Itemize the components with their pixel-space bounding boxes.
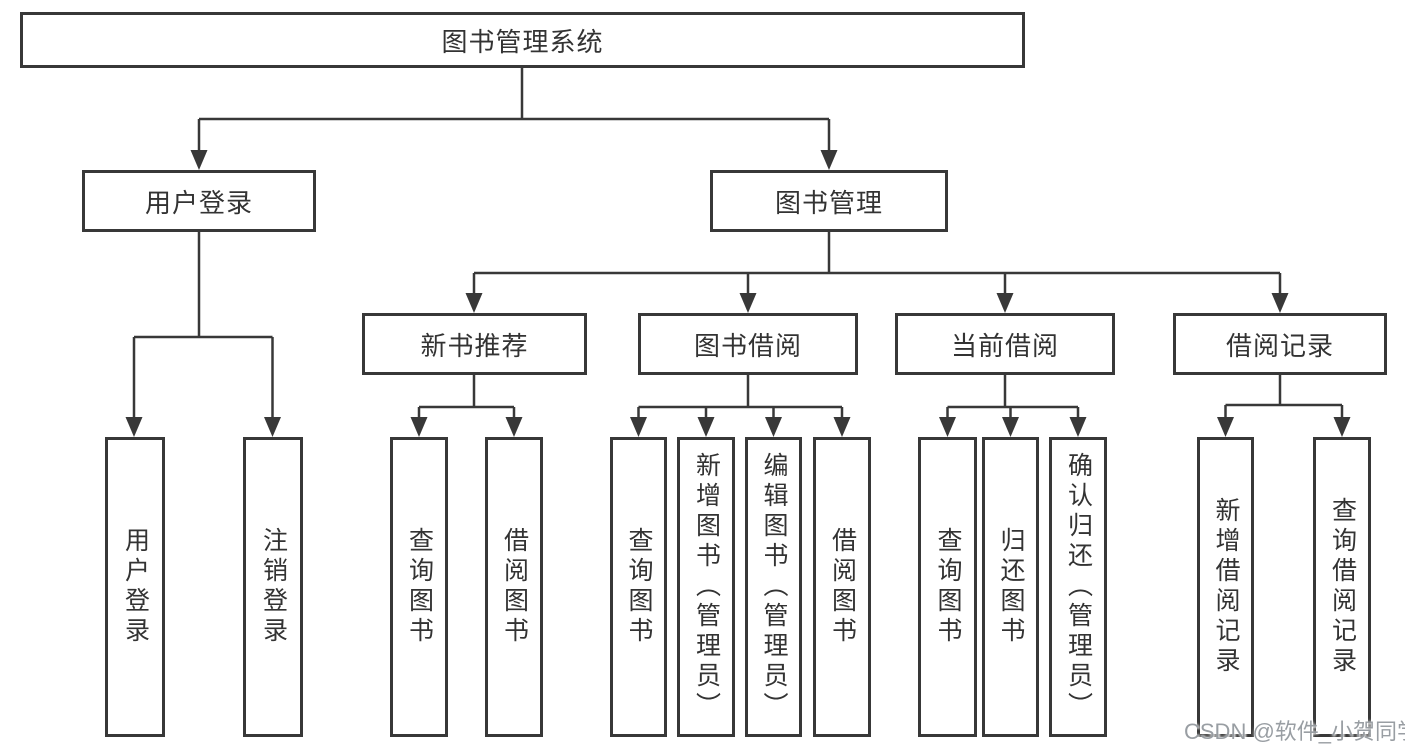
node-label: 归还图书	[997, 527, 1025, 647]
node-label: 确认归还（管理员）	[1064, 452, 1093, 722]
csdn-watermark: CSDN @软件_小贺同学	[1184, 719, 1405, 744]
node-label: 用户登录	[144, 187, 253, 218]
node-label: 借阅图书	[828, 527, 857, 647]
arrow-icon	[190, 150, 208, 170]
leaf-borrow-books: 借阅图书	[813, 437, 871, 737]
node-label: 新增图书（管理员）	[692, 452, 721, 722]
leaf-add-borrow-record: 新增借阅记录	[1197, 437, 1254, 737]
arrow-icon	[1271, 293, 1289, 313]
node-label: 注销登录	[259, 527, 288, 647]
leaf-return-book: 归还图书	[982, 437, 1039, 737]
leaf-query-books-borrowing: 查询图书	[610, 437, 667, 737]
leaf-query-borrow-record: 查询借阅记录	[1313, 437, 1371, 737]
tree-connector-lines	[132, 68, 1344, 418]
leaf-add-book-admin: 新增图书（管理员）	[677, 437, 735, 737]
arrow-icon	[739, 293, 757, 313]
leaf-user-login: 用户登录	[105, 437, 165, 737]
leaf-edit-book-admin: 编辑图书（管理员）	[745, 437, 802, 737]
arrow-icon	[697, 417, 715, 437]
node-label: 新书推荐	[420, 330, 529, 361]
arrow-icon	[505, 417, 523, 437]
node-label: 查询图书	[625, 527, 653, 647]
arrow-icon	[465, 293, 483, 313]
arrow-icon	[996, 293, 1014, 313]
node-book-management: 图书管理	[710, 170, 948, 232]
node-borrow-records: 借阅记录	[1173, 313, 1387, 375]
arrow-icon	[1002, 417, 1019, 437]
node-label: 查询借阅记录	[1328, 497, 1357, 677]
node-label: 图书管理	[774, 187, 883, 218]
arrow-icon	[939, 417, 956, 437]
node-label: 借阅图书	[500, 527, 529, 647]
arrow-icon	[1217, 417, 1234, 437]
arrow-icon	[630, 417, 647, 437]
arrow-icon	[264, 417, 281, 437]
node-label: 编辑图书（管理员）	[760, 452, 788, 722]
node-label: 图书借阅	[693, 330, 802, 361]
node-user-login: 用户登录	[82, 170, 316, 232]
arrow-icon	[765, 417, 782, 437]
arrow-icon	[833, 417, 851, 437]
leaf-query-books-recommend: 查询图书	[390, 437, 448, 737]
leaf-query-books-current: 查询图书	[918, 437, 977, 737]
node-new-book-recommend: 新书推荐	[362, 313, 587, 375]
node-label: 用户登录	[121, 527, 150, 647]
node-label: 图书管理系统	[441, 26, 604, 57]
arrow-icon	[820, 150, 838, 170]
leaf-logout: 注销登录	[243, 437, 303, 737]
node-book-borrowing: 图书借阅	[638, 313, 858, 375]
leaf-confirm-return-admin: 确认归还（管理员）	[1049, 437, 1107, 737]
node-label: 查询图书	[405, 527, 434, 647]
arrow-icon	[1069, 417, 1087, 437]
node-label: 当前借阅	[950, 330, 1059, 361]
arrow-icon	[1333, 417, 1351, 437]
node-label: 新增借阅记录	[1212, 497, 1240, 677]
arrow-icon	[410, 417, 428, 437]
node-label: 借阅记录	[1225, 330, 1334, 361]
arrow-icon	[125, 417, 143, 437]
leaf-borrow-books-recommend: 借阅图书	[485, 437, 543, 737]
node-label: 查询图书	[934, 527, 962, 647]
node-root-library-system: 图书管理系统	[20, 12, 1025, 68]
node-current-borrowing: 当前借阅	[895, 313, 1115, 375]
